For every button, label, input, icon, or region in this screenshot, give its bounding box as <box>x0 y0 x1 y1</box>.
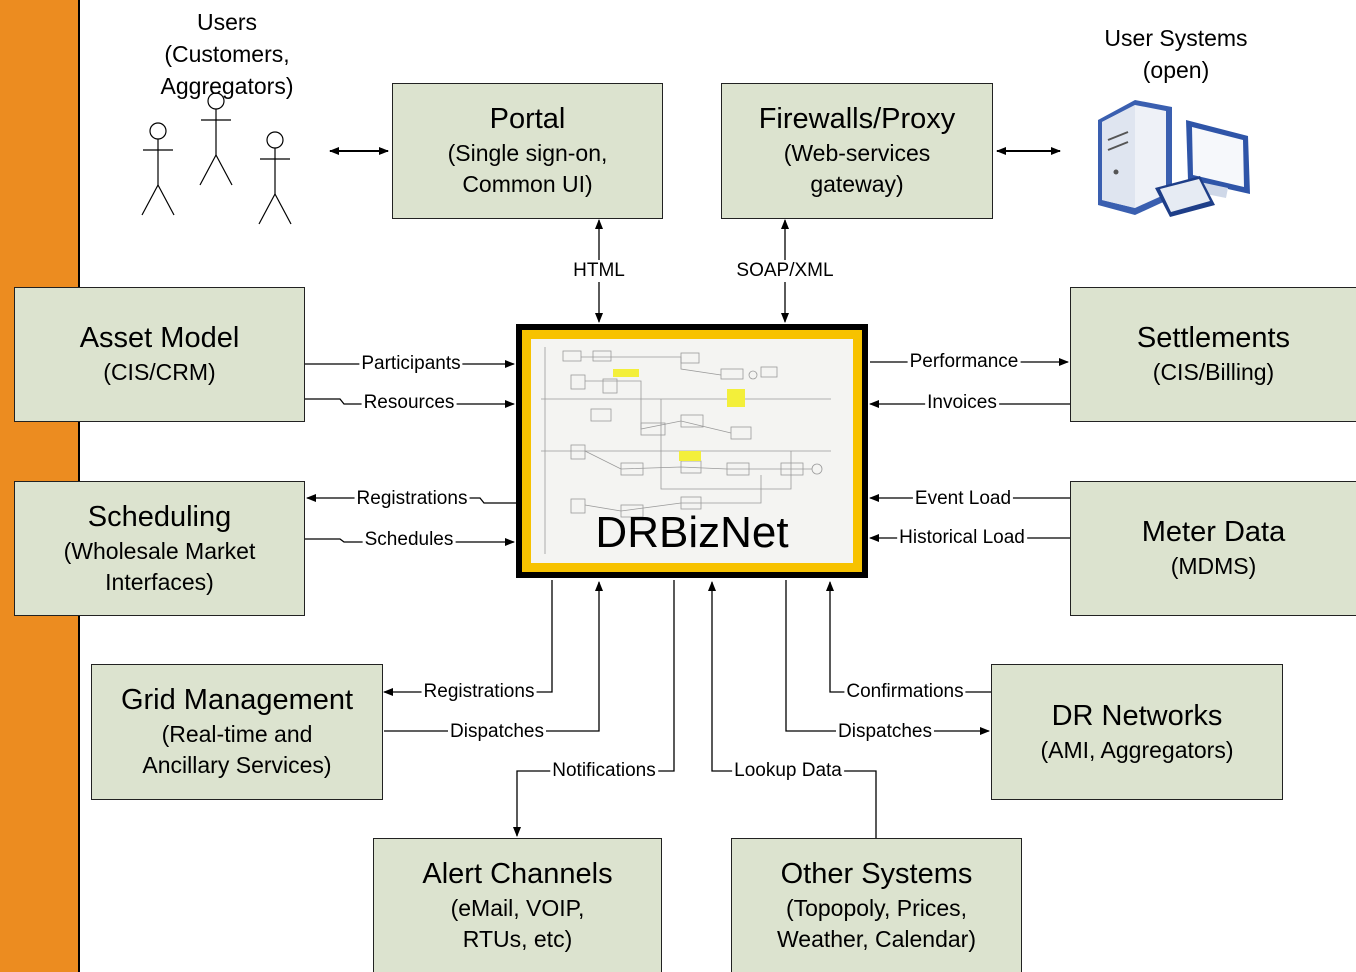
scheduling-subtitle: (Wholesale Market Interfaces) <box>63 537 256 595</box>
registrations-scheduling-label: Registrations <box>354 488 470 510</box>
dispatches-grid-label: Dispatches <box>448 721 546 743</box>
meter-data-box[interactable]: Meter Data (MDMS) <box>1070 481 1356 616</box>
alert-channels-box[interactable]: Alert Channels (eMail, VOIP, RTUs, etc) <box>373 838 662 972</box>
other-systems-title: Other Systems <box>780 857 973 890</box>
portal-box[interactable]: Portal (Single sign-on, Common UI) <box>392 83 663 219</box>
drbiznet-hub[interactable]: DRBizNet <box>516 324 868 578</box>
meter-data-title: Meter Data <box>1141 516 1286 548</box>
notifications-label: Notifications <box>550 760 658 782</box>
registrations-grid-link <box>383 580 553 696</box>
scheduling-box[interactable]: Scheduling (Wholesale Market Interfaces) <box>14 481 305 616</box>
invoices-label: Invoices <box>925 392 999 414</box>
settlements-title: Settlements <box>1136 322 1291 354</box>
other-systems-subtitle: (Topopoly, Prices, Weather, Calendar) <box>776 894 976 952</box>
portal-title: Portal <box>489 103 566 135</box>
notifications-link <box>513 580 675 837</box>
settlements-subtitle: (CIS/Billing) <box>1152 359 1275 385</box>
scheduling-title: Scheduling <box>87 500 232 533</box>
html-label: HTML <box>570 260 628 282</box>
firewalls-title: Firewalls/Proxy <box>758 103 956 135</box>
user-systems-caption: User Systems (open) <box>1104 25 1248 83</box>
event-load-label: Event Load <box>912 488 1014 510</box>
alert-channels-title: Alert Channels <box>422 857 613 890</box>
grid-management-box[interactable]: Grid Management (Real-time and Ancillary… <box>91 664 383 800</box>
registrations-grid-label: Registrations <box>421 681 537 703</box>
lookup-data-link <box>708 581 877 838</box>
confirmations-label: Confirmations <box>844 681 966 703</box>
stick-figure-user-icon <box>141 122 175 216</box>
dispatches-dr-label: Dispatches <box>836 721 934 743</box>
alert-channels-subtitle: (eMail, VOIP, RTUs, etc) <box>450 894 585 952</box>
resources-label: Resources <box>361 392 457 414</box>
asset-model-title: Asset Model <box>79 322 240 354</box>
dispatches-grid-link <box>384 581 603 732</box>
desktop-computer-icon <box>1098 100 1250 217</box>
hub-frame: DRBizNet <box>522 330 862 572</box>
hub-title: DRBizNet <box>595 508 789 557</box>
process-flow-thumbnail <box>541 347 831 554</box>
other-systems-box[interactable]: Other Systems (Topopoly, Prices, Weather… <box>731 838 1022 972</box>
stick-figure-user-icon <box>199 92 233 186</box>
dr-networks-subtitle: (AMI, Aggregators) <box>1040 736 1234 763</box>
meter-data-subtitle: (MDMS) <box>1170 553 1257 579</box>
grid-management-subtitle: (Real-time and Ancillary Services) <box>142 721 332 778</box>
dr-networks-title: DR Networks <box>1051 699 1223 732</box>
dr-networks-box[interactable]: DR Networks (AMI, Aggregators) <box>991 664 1283 800</box>
stick-figure-user-icon <box>258 131 292 225</box>
firewalls-box[interactable]: Firewalls/Proxy (Web-services gateway) <box>721 83 993 219</box>
users-caption: Users (Customers, Aggregators) <box>160 9 294 99</box>
firewalls-subtitle: (Web-services gateway) <box>783 140 931 197</box>
confirmations-link <box>826 581 991 693</box>
portal-subtitle: (Single sign-on, Common UI) <box>447 140 608 197</box>
lookup-data-label: Lookup Data <box>732 760 844 782</box>
historical-load-label: Historical Load <box>897 527 1027 549</box>
grid-management-title: Grid Management <box>120 684 354 716</box>
hub-process-thumbnail: DRBizNet <box>531 339 853 563</box>
asset-model-box[interactable]: Asset Model (CIS/CRM) <box>14 287 305 422</box>
soap-xml-label: SOAP/XML <box>733 260 837 282</box>
asset-model-subtitle: (CIS/CRM) <box>103 359 216 385</box>
participants-label: Participants <box>359 353 463 375</box>
schedules-label: Schedules <box>362 529 456 551</box>
settlements-box[interactable]: Settlements (CIS/Billing) <box>1070 287 1356 422</box>
dispatches-dr-link <box>785 580 990 735</box>
performance-label: Performance <box>907 351 1021 373</box>
